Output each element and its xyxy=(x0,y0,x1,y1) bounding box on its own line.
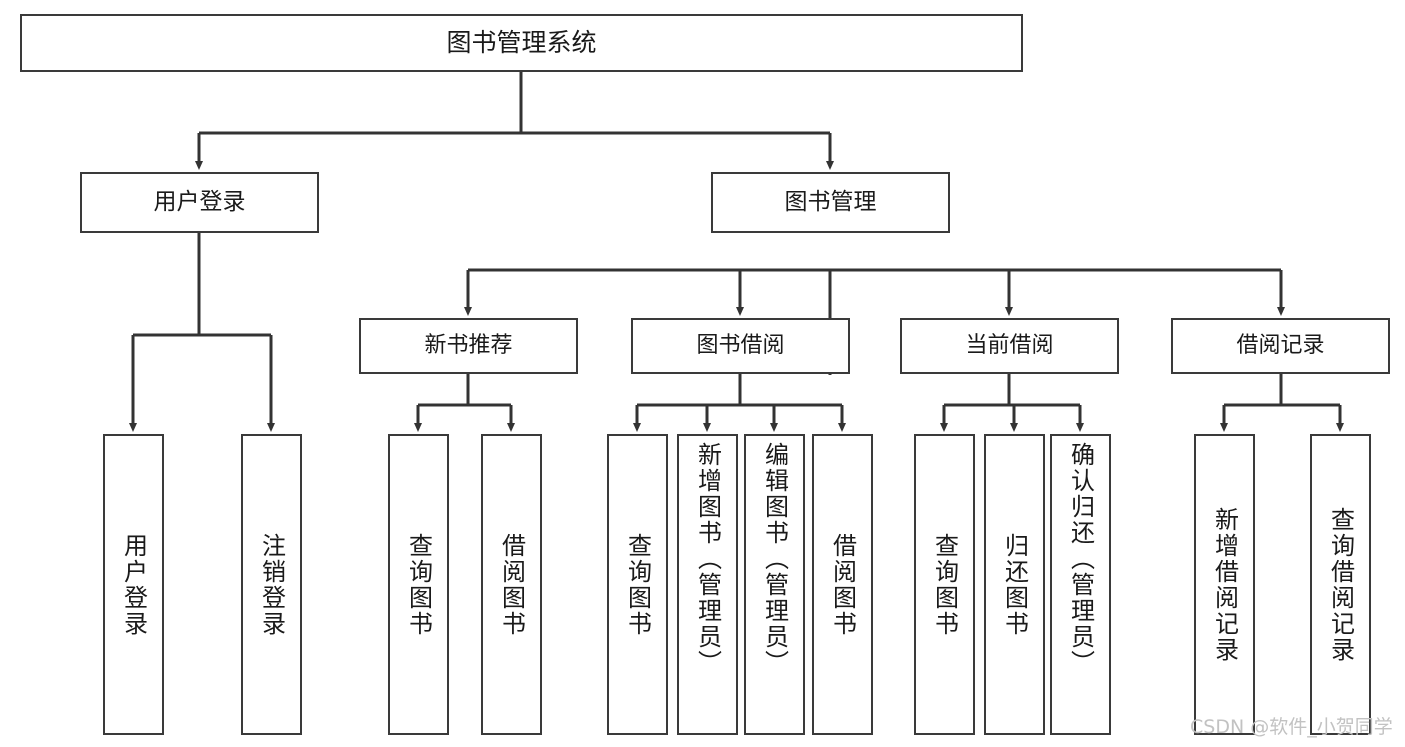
leaf-add-borrow-record-label: 新增借阅记录 xyxy=(1210,506,1239,663)
leaf-query-book-current-label: 查询图书 xyxy=(930,532,959,637)
leaf-query-book-borrow-label: 查询图书 xyxy=(623,532,652,637)
leaf-borrow-book[interactable]: 借阅图书 xyxy=(812,434,873,735)
node-current-borrow-label: 当前借阅 xyxy=(965,333,1054,359)
leaf-query-borrow-record[interactable]: 查询借阅记录 xyxy=(1310,434,1371,735)
leaf-borrow-book-label: 借阅图书 xyxy=(828,532,857,637)
csdn-watermark: CSDN @软件_小贺同学 xyxy=(1190,716,1393,738)
leaf-query-book-recommend[interactable]: 查询图书 xyxy=(388,434,449,735)
leaf-add-book-admin-label: 新增图书（管理员） xyxy=(693,442,722,676)
node-user-login-label: 用户登录 xyxy=(153,188,246,215)
leaf-borrow-book-recommend-label: 借阅图书 xyxy=(497,532,526,637)
leaf-logout-label: 注销登录 xyxy=(257,532,286,637)
leaf-confirm-return-admin-label: 确认归还（管理员） xyxy=(1066,442,1095,676)
node-book-borrow-label: 图书借阅 xyxy=(696,333,785,359)
leaf-add-borrow-record[interactable]: 新增借阅记录 xyxy=(1194,434,1255,735)
leaf-query-book-recommend-label: 查询图书 xyxy=(404,532,433,637)
node-borrow-record-label: 借阅记录 xyxy=(1236,333,1325,359)
leaf-logout[interactable]: 注销登录 xyxy=(241,434,302,735)
node-root[interactable]: 图书管理系统 xyxy=(20,14,1023,72)
node-new-book-recommend[interactable]: 新书推荐 xyxy=(359,318,578,374)
leaf-user-login-label: 用户登录 xyxy=(119,532,148,637)
leaf-edit-book-admin[interactable]: 编辑图书（管理员） xyxy=(744,434,805,735)
node-user-login[interactable]: 用户登录 xyxy=(80,172,319,233)
leaf-edit-book-admin-label: 编辑图书（管理员） xyxy=(760,442,789,676)
node-book-borrow[interactable]: 图书借阅 xyxy=(631,318,850,374)
node-book-management-label: 图书管理 xyxy=(784,188,877,215)
node-borrow-record[interactable]: 借阅记录 xyxy=(1171,318,1390,374)
leaf-borrow-book-recommend[interactable]: 借阅图书 xyxy=(481,434,542,735)
node-root-label: 图书管理系统 xyxy=(446,28,597,58)
leaf-query-borrow-record-label: 查询借阅记录 xyxy=(1326,506,1355,663)
leaf-query-book-current[interactable]: 查询图书 xyxy=(914,434,975,735)
leaf-add-book-admin[interactable]: 新增图书（管理员） xyxy=(677,434,738,735)
leaf-query-book-borrow[interactable]: 查询图书 xyxy=(607,434,668,735)
leaf-confirm-return-admin[interactable]: 确认归还（管理员） xyxy=(1050,434,1111,735)
node-book-management[interactable]: 图书管理 xyxy=(711,172,950,233)
leaf-return-book[interactable]: 归还图书 xyxy=(984,434,1045,735)
leaf-user-login[interactable]: 用户登录 xyxy=(103,434,164,735)
node-current-borrow[interactable]: 当前借阅 xyxy=(900,318,1119,374)
leaf-return-book-label: 归还图书 xyxy=(1000,532,1029,637)
node-new-book-recommend-label: 新书推荐 xyxy=(424,333,513,359)
